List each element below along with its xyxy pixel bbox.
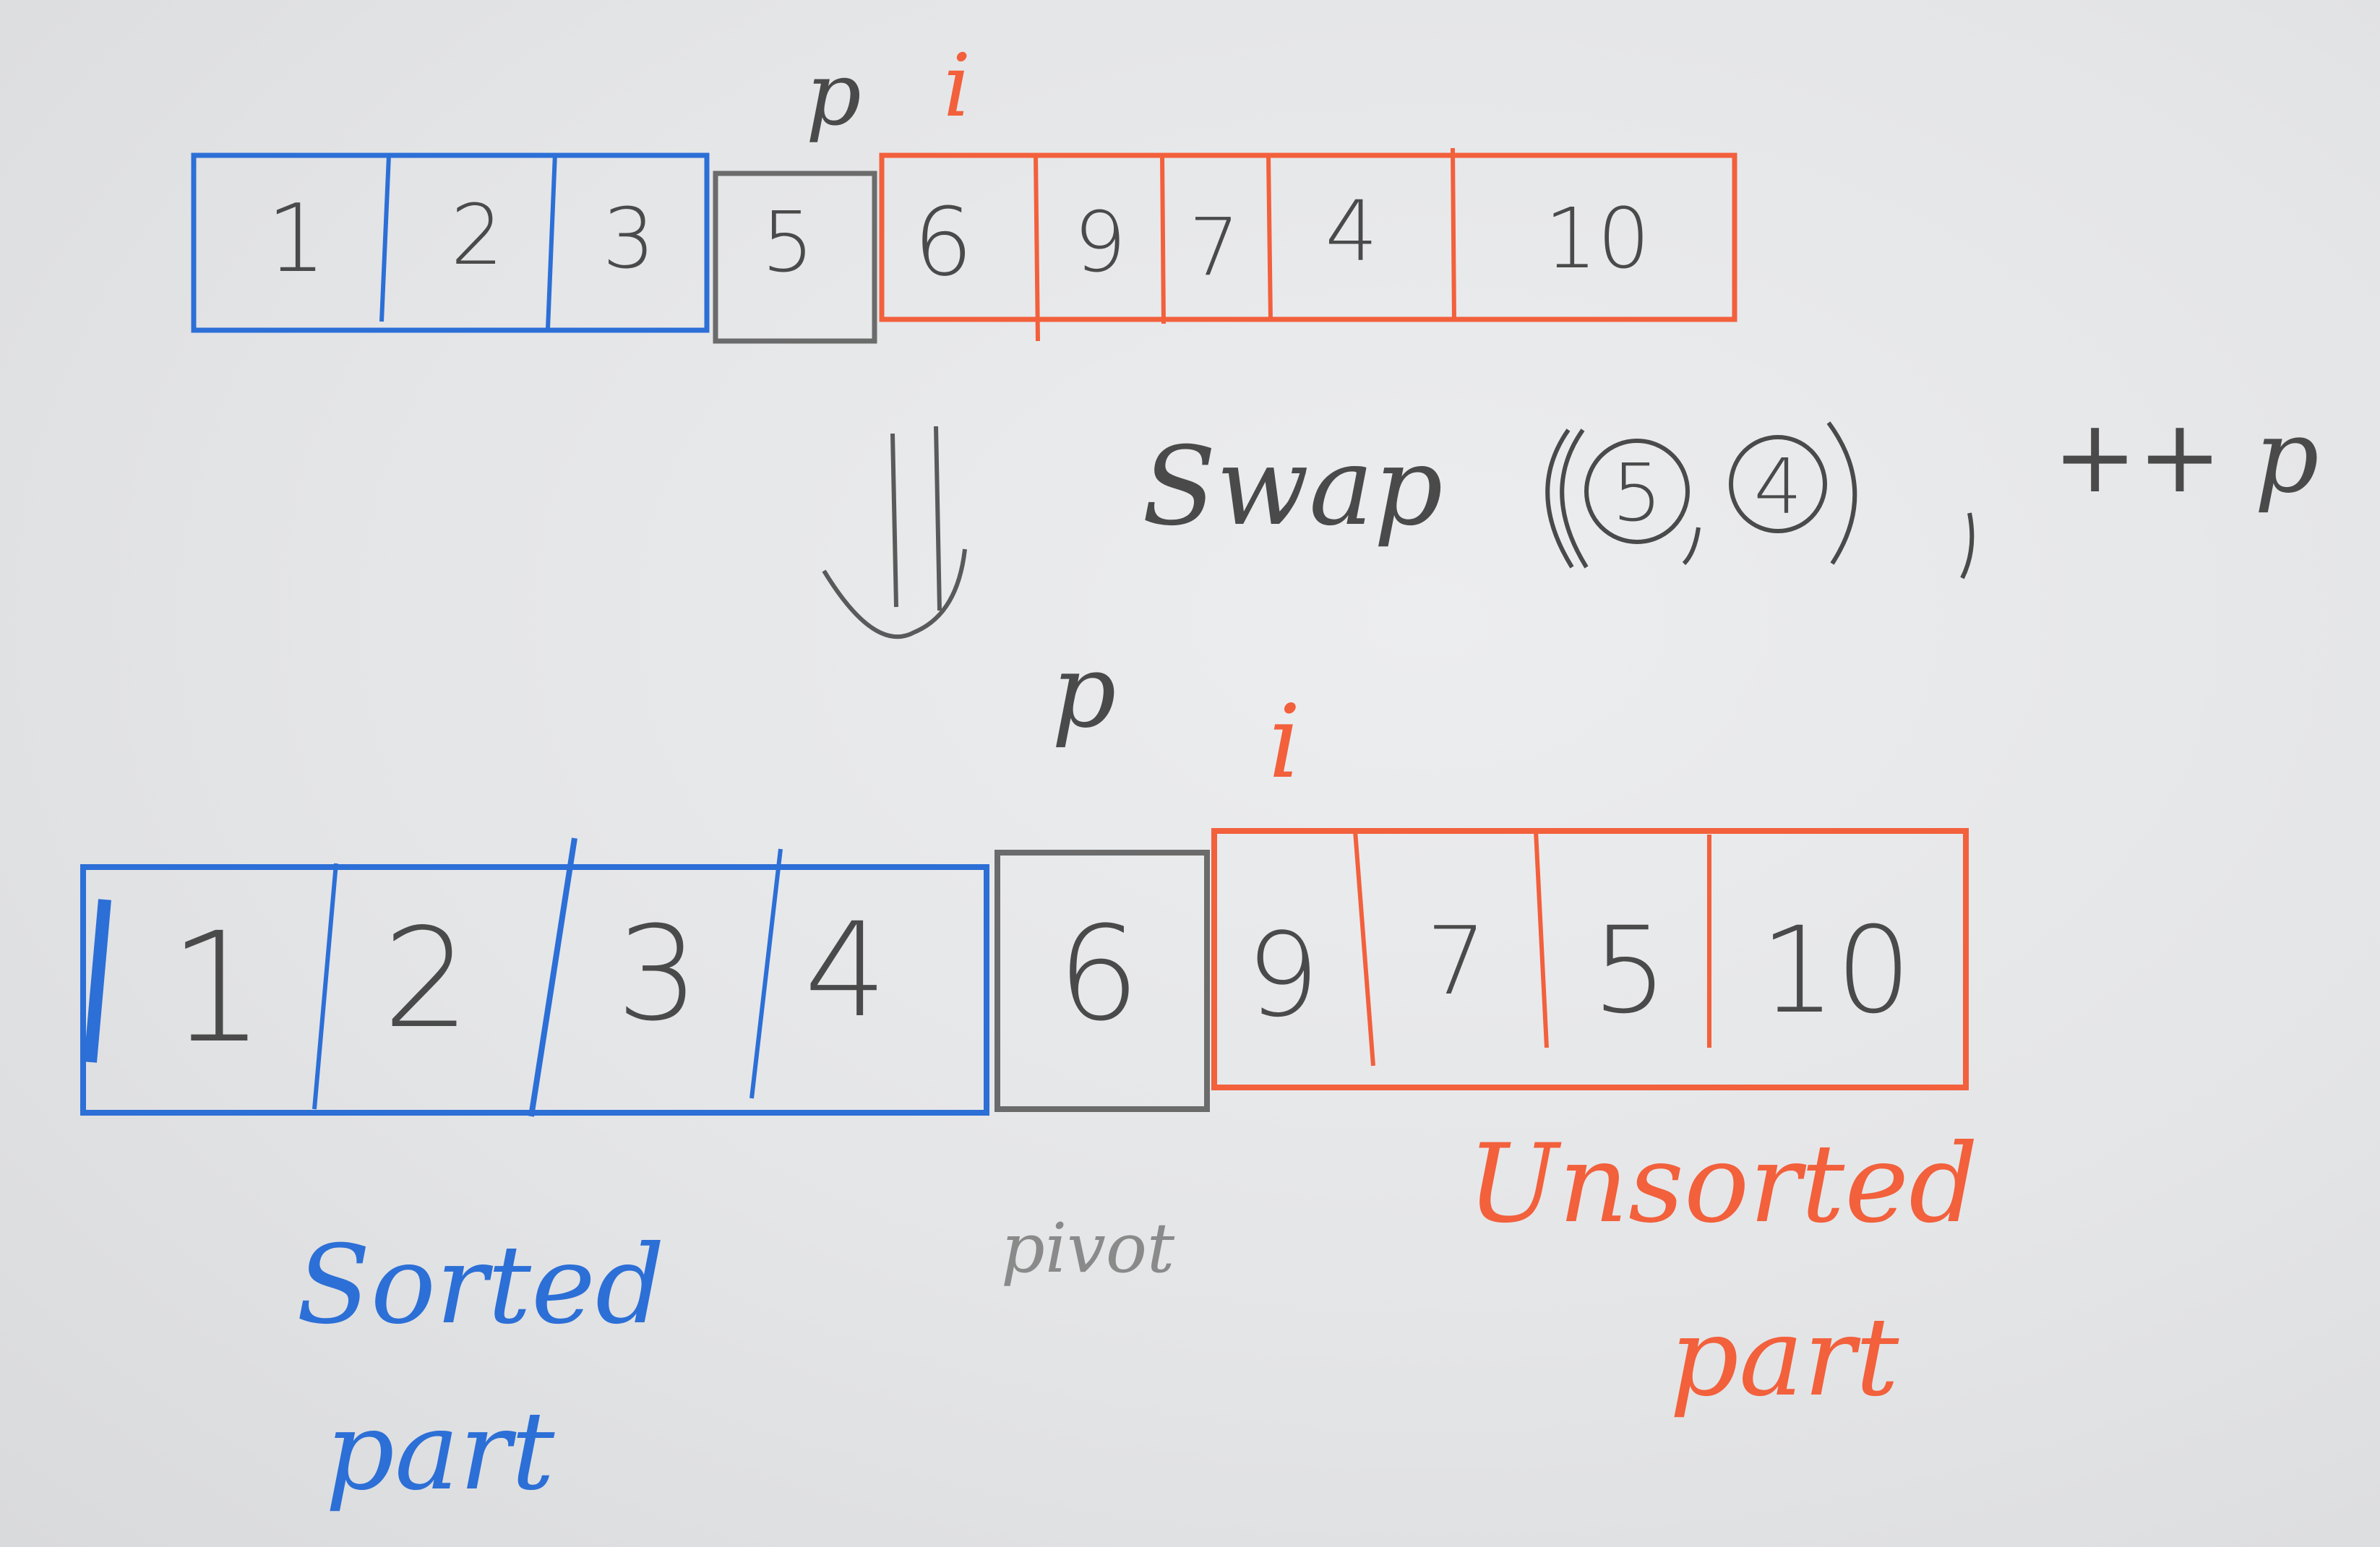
bottom-cell-value: 5 (1592, 901, 1668, 1040)
increment-pointer: ++ p (2053, 398, 2319, 516)
bottom-divider (749, 848, 783, 1099)
top-cell-value: 5 (761, 194, 814, 291)
top-divider (1034, 155, 1040, 342)
swap-a-value: 5 (1612, 447, 1662, 539)
region-labels: Sorted part pivot Unsorted part (296, 1121, 1978, 1514)
top-divider (379, 155, 391, 322)
top-pointer-i: i (943, 36, 971, 137)
top-cell-value: 1 (267, 184, 327, 293)
top-unsorted-region (879, 152, 1737, 322)
sorted-label-line1: Sorted (296, 1223, 665, 1348)
top-divider (1160, 152, 1166, 324)
bottom-cell-value: 9 (1246, 908, 1320, 1043)
pivot-label: pivot (1001, 1209, 1175, 1288)
bottom-divider (528, 837, 577, 1117)
bottom-divider (1534, 830, 1549, 1048)
bottom-divider (312, 863, 338, 1110)
bottom-cell-value: 3 (617, 899, 700, 1050)
comma-icon (1960, 512, 1975, 579)
bottom-sorted-region (80, 864, 989, 1116)
bottom-unsorted-region (1211, 828, 1969, 1090)
open-paren-icon (1560, 428, 1589, 569)
unsorted-label-line2: part (1670, 1295, 1899, 1421)
bottom-cell-value: 1 (168, 900, 265, 1077)
bottom-cell-value: 2 (383, 899, 471, 1059)
swap-a-circle (1584, 439, 1690, 544)
top-divider (1266, 155, 1273, 322)
bottom-cell-value: 10 (1760, 901, 1912, 1040)
top-pointer-p: p (806, 45, 862, 145)
swap-operation: Swap 5 4 ++ p (1142, 398, 2319, 579)
sorted-label-line2: part (325, 1389, 555, 1514)
top-cell-value: 6 (914, 187, 974, 297)
top-cell-value: 3 (602, 191, 655, 288)
swap-b-circle (1729, 435, 1827, 533)
swap-word: Swap (1142, 424, 1443, 550)
unsorted-label-line1: Unsorted (1467, 1121, 1978, 1247)
comma-icon (1682, 527, 1701, 566)
bottom-cell-value: 7 (1427, 906, 1487, 1016)
top-cell-value: 9 (1073, 194, 1126, 291)
top-cell-value: 10 (1545, 191, 1650, 288)
bottom-divider (1353, 830, 1375, 1066)
top-cell-value: 4 (1325, 184, 1378, 280)
bottom-pointer-p: p (1052, 633, 1117, 751)
bottom-left-edge (84, 899, 111, 1063)
bottom-pivot-region (994, 850, 1210, 1112)
close-paren-icon (1826, 421, 1857, 565)
transition-arrow-icon (822, 426, 967, 639)
top-divider (1451, 147, 1456, 322)
top-sorted-region (191, 152, 710, 333)
top-cell-value: 7 (1189, 201, 1240, 293)
top-pivot-region (713, 171, 877, 344)
top-cell-value: 2 (450, 187, 503, 284)
bottom-pointer-i: i (1268, 684, 1301, 801)
top-divider (546, 152, 557, 329)
swap-b-value: 4 (1754, 443, 1803, 531)
bottom-cell-value: 6 (1057, 899, 1140, 1050)
bottom-array: p i 1 2 3 4 6 9 7 5 10 (80, 633, 1969, 1117)
open-paren-icon (1545, 428, 1574, 569)
top-array: p i 1 2 3 5 6 9 7 4 10 (191, 36, 1737, 344)
bottom-cell-value: 4 (804, 895, 888, 1046)
